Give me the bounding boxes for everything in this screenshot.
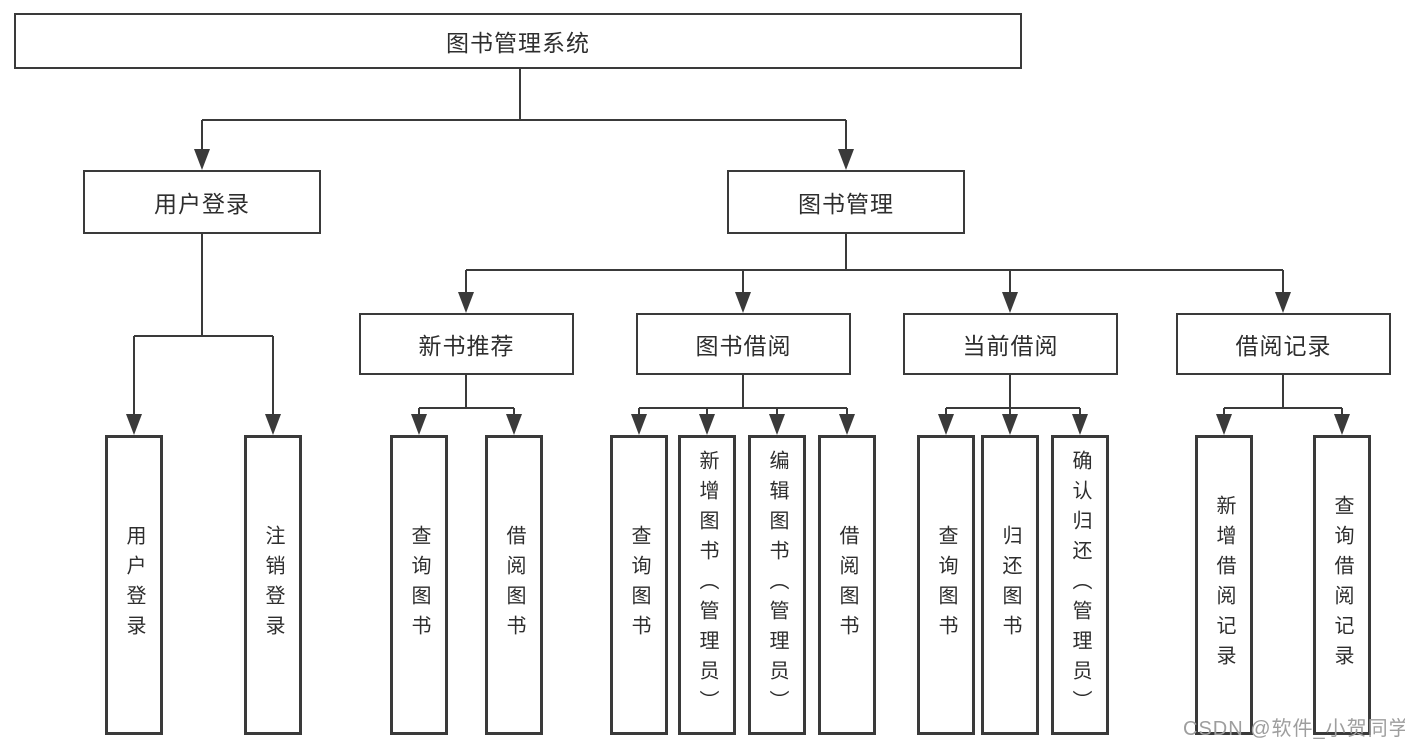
node-label: 借阅记录 <box>1235 333 1332 359</box>
node-label: 借阅图书 <box>836 525 858 645</box>
node-label: 查询图书 <box>628 525 650 645</box>
connector-arrowheads <box>126 149 1350 435</box>
node-label: 新增借阅记录 <box>1213 495 1235 675</box>
node-label: 用户登录 <box>154 191 250 217</box>
node-label: 确认归还（管理员） <box>1069 450 1091 720</box>
node-label: 查询借阅记录 <box>1331 495 1353 675</box>
node-current-borrowing: 当前借阅 <box>903 313 1118 375</box>
node-label: 新增图书（管理员） <box>696 450 718 720</box>
node-leaf-query-borrow-record: 查询借阅记录 <box>1313 435 1371 735</box>
csdn-watermark: CSDN @软件_小贺同学 <box>1183 718 1405 740</box>
node-book-management: 图书管理 <box>727 170 965 234</box>
node-leaf-add-borrow-record: 新增借阅记录 <box>1195 435 1253 735</box>
node-label: 借阅图书 <box>503 525 525 645</box>
node-leaf-add-book-admin: 新增图书（管理员） <box>678 435 736 735</box>
node-leaf-logout: 注销登录 <box>244 435 302 735</box>
node-label: 查询图书 <box>935 525 957 645</box>
node-label: 用户登录 <box>123 525 145 645</box>
node-label: 编辑图书（管理员） <box>766 450 788 720</box>
node-leaf-query-books-borrow: 查询图书 <box>610 435 668 735</box>
node-leaf-return-books: 归还图书 <box>981 435 1039 735</box>
node-new-book-recommendation: 新书推荐 <box>359 313 574 375</box>
node-leaf-confirm-return-admin: 确认归还（管理员） <box>1051 435 1109 735</box>
node-label: 图书管理 <box>798 191 894 217</box>
node-label: 查询图书 <box>408 525 430 645</box>
node-leaf-query-books-current: 查询图书 <box>917 435 975 735</box>
node-leaf-borrow-books-recommend: 借阅图书 <box>485 435 543 735</box>
node-leaf-edit-book-admin: 编辑图书（管理员） <box>748 435 806 735</box>
node-leaf-query-books-recommend: 查询图书 <box>390 435 448 735</box>
node-label: 注销登录 <box>262 525 284 645</box>
node-user-login: 用户登录 <box>83 170 321 234</box>
node-label: 当前借阅 <box>962 333 1059 359</box>
node-label: 图书管理系统 <box>446 30 590 56</box>
node-label: 图书借阅 <box>695 333 792 359</box>
connector-lines <box>133 69 1343 415</box>
node-leaf-user-login: 用户登录 <box>105 435 163 735</box>
node-borrowing-records: 借阅记录 <box>1176 313 1391 375</box>
node-root-book-management-system: 图书管理系统 <box>14 13 1022 69</box>
node-label: 归还图书 <box>999 525 1021 645</box>
node-label: 新书推荐 <box>418 333 515 359</box>
node-book-borrowing: 图书借阅 <box>636 313 851 375</box>
node-leaf-borrow-books: 借阅图书 <box>818 435 876 735</box>
